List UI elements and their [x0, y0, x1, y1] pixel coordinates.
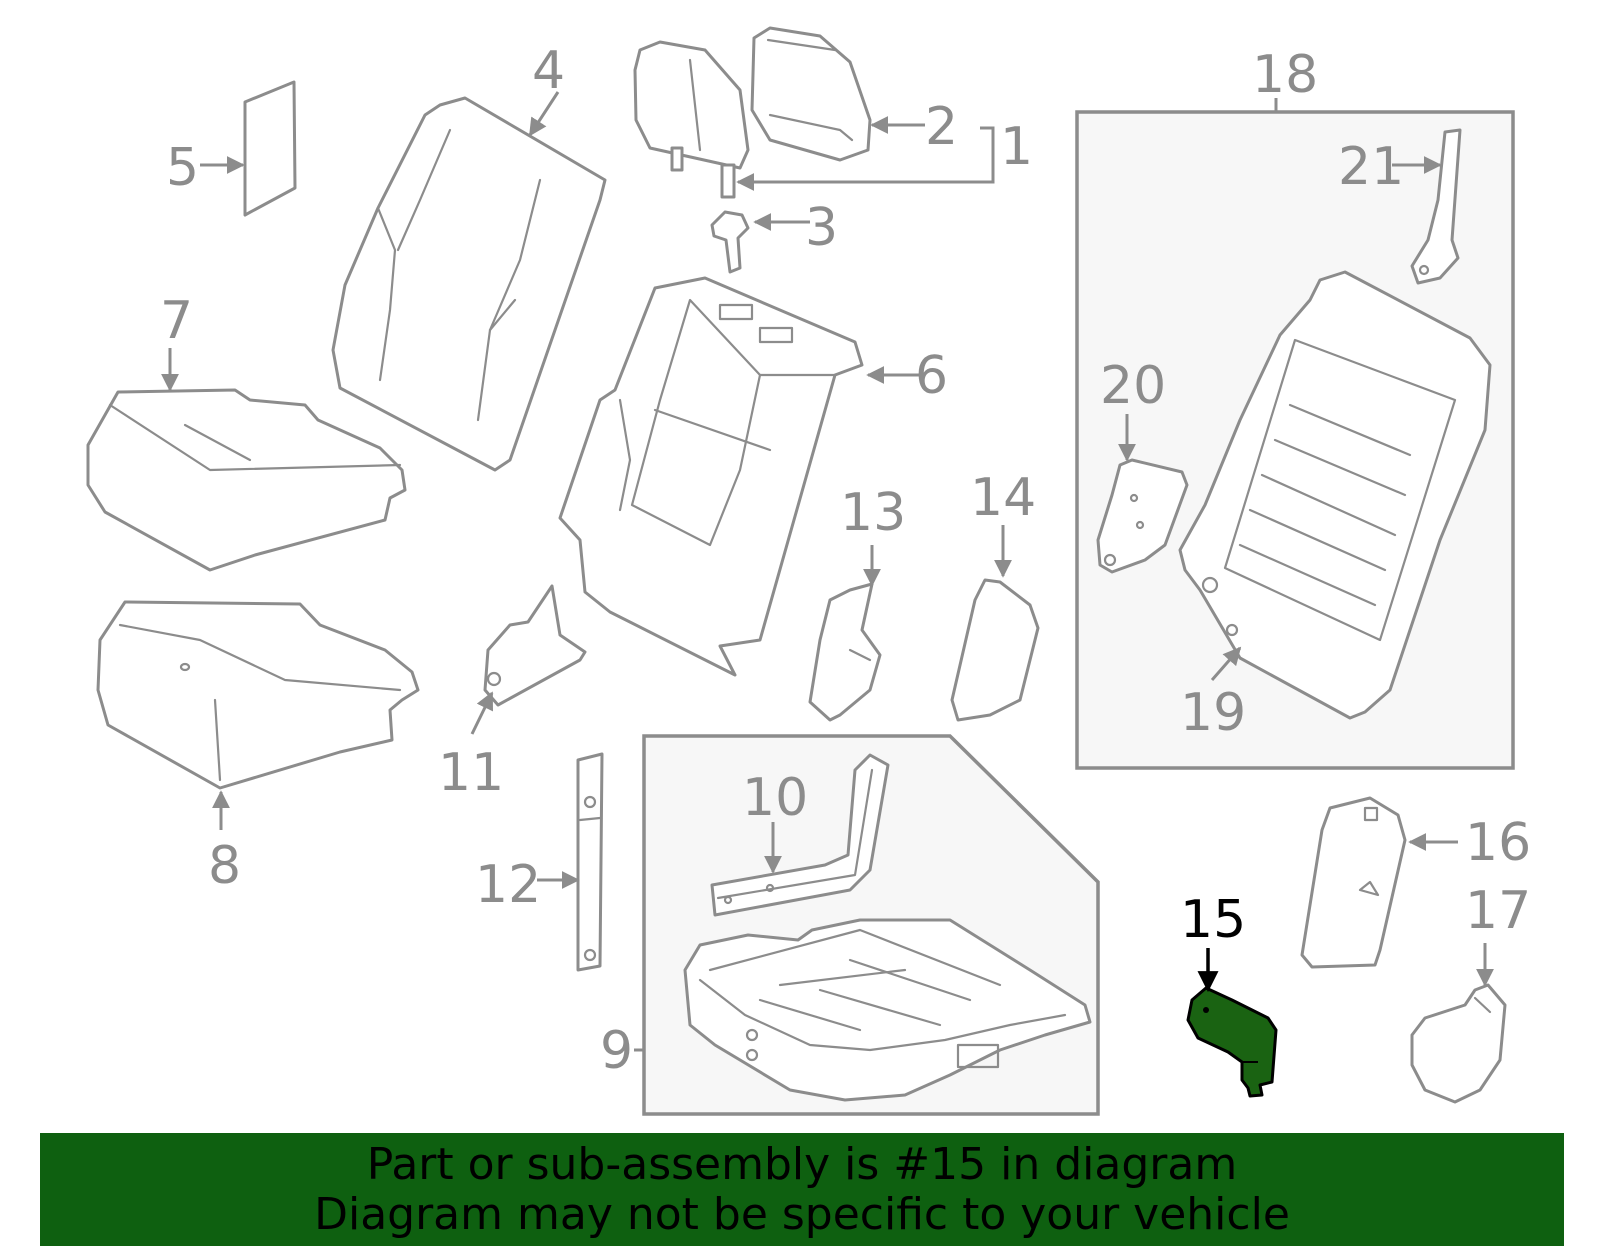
part-8-cushion-pad[interactable] — [96, 600, 420, 790]
leader-11 — [470, 691, 494, 735]
callout-4: 4 — [532, 41, 565, 101]
callout-17: 17 — [1465, 881, 1531, 941]
part-9-cushion-frame[interactable] — [683, 918, 1092, 1102]
banner-line-1: Part or sub-assembly is #15 in diagram — [366, 1138, 1238, 1190]
callout-19: 19 — [1180, 683, 1246, 743]
callout-18: 18 — [1252, 45, 1318, 105]
callout-2: 2 — [925, 97, 958, 157]
part-3-guide[interactable] — [710, 210, 750, 274]
part-20-bracket[interactable] — [1096, 458, 1189, 574]
part-10-rail[interactable] — [710, 753, 890, 917]
callout-labels: 1 2 3 4 5 6 7 8 9 10 11 12 13 14 15 16 1… — [160, 41, 1531, 1081]
part-11-bracket[interactable] — [483, 584, 587, 707]
callout-3: 3 — [805, 198, 838, 258]
callout-7: 7 — [160, 291, 193, 351]
leader-4 — [528, 91, 560, 137]
part-7-cushion-cover[interactable] — [86, 388, 407, 572]
callout-12: 12 — [475, 855, 541, 915]
banner-line-2: Diagram may not be specific to your vehi… — [314, 1188, 1290, 1240]
part-17-cover[interactable] — [1410, 983, 1507, 1104]
part-4-seatback-cover[interactable] — [331, 96, 607, 472]
part-13-side-trim[interactable] — [808, 582, 882, 722]
info-banner: Part or sub-assembly is #15 in diagram D… — [40, 1133, 1564, 1246]
leader-lines — [161, 91, 1494, 1052]
part-19-back-frame[interactable] — [1178, 270, 1492, 720]
callout-6: 6 — [915, 346, 948, 406]
callout-5: 5 — [166, 138, 199, 198]
part-16-side-shield[interactable] — [1300, 796, 1407, 969]
callout-16: 16 — [1465, 813, 1531, 873]
callout-9: 9 — [600, 1021, 633, 1081]
callout-1: 1 — [1000, 117, 1033, 177]
part-15-highlighted[interactable] — [1186, 986, 1278, 1098]
callout-13: 13 — [840, 483, 906, 543]
part-14-side-cover[interactable] — [950, 578, 1040, 722]
part-6-seatback-pad[interactable] — [558, 276, 864, 677]
leader-1-top — [980, 126, 995, 184]
callout-14: 14 — [970, 468, 1036, 528]
callout-15: 15 — [1180, 890, 1246, 950]
callout-10: 10 — [742, 768, 808, 828]
leader-19 — [1210, 646, 1242, 681]
part-1-headrest[interactable] — [633, 40, 750, 199]
callout-20: 20 — [1100, 356, 1166, 416]
callout-8: 8 — [208, 836, 241, 896]
callout-11: 11 — [438, 743, 504, 803]
callout-21: 21 — [1338, 137, 1404, 197]
part-2-headrest-cover[interactable] — [750, 26, 872, 162]
part-5-panel[interactable] — [243, 80, 297, 217]
part-12-strap[interactable] — [576, 752, 604, 972]
part-21-adjuster[interactable] — [1410, 128, 1462, 285]
